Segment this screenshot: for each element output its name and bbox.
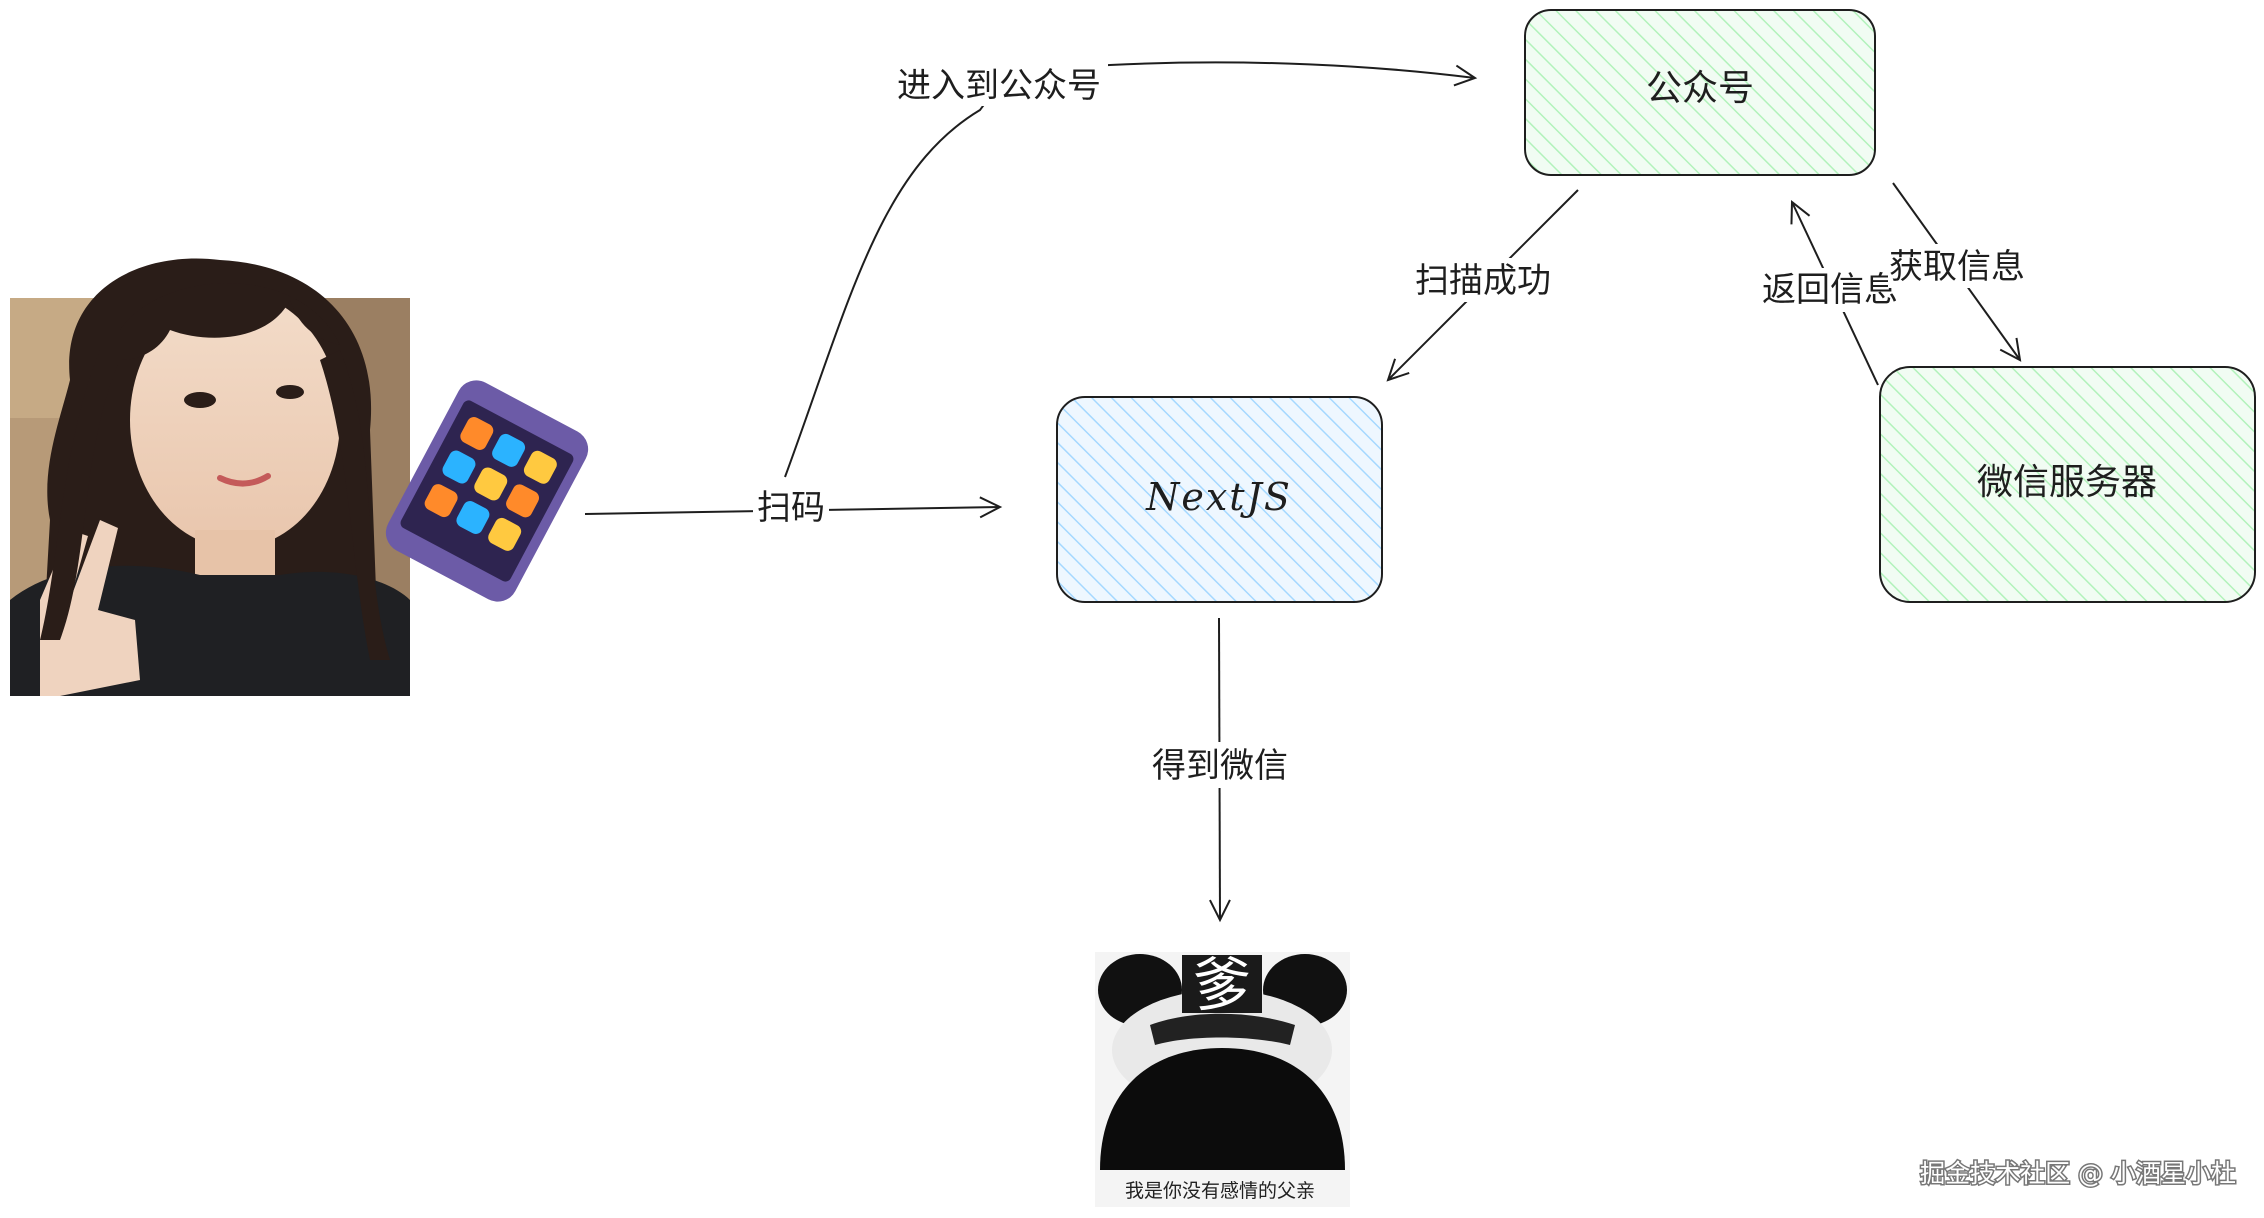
scan-success-edge: 扫描成功 — [1386, 189, 1579, 382]
wechat-server-node[interactable]: 微信服务器 — [1879, 366, 2256, 603]
meme-caption: 我是你没有感情的父亲 — [1125, 1180, 1315, 1202]
nextjs-node[interactable]: NextJS — [1056, 396, 1383, 603]
scan-success-label: 扫描成功 — [1415, 261, 1551, 301]
app-grid — [424, 417, 557, 551]
scan-label: 扫码 — [757, 488, 825, 528]
official-account-node[interactable]: 公众号 — [1524, 9, 1876, 176]
get-wechat-label: 得到微信 — [1152, 746, 1288, 786]
nextjs-label: NextJS — [1145, 475, 1292, 519]
meme-badge: 爹 — [1193, 951, 1251, 1019]
return-info-label: 返回信息 — [1762, 270, 1898, 310]
avatar-photo — [10, 258, 410, 696]
enter-official-account-edge: 进入到公众号 — [784, 61, 1478, 478]
phone-icon — [385, 380, 589, 602]
get-wechat-edge: 得到微信 — [1145, 617, 1295, 923]
wechat-server-label: 微信服务器 — [1977, 462, 2157, 503]
official-account-label: 公众号 — [1646, 68, 1754, 109]
meme-image: 爹 我是你没有感情的父亲 — [1095, 951, 1350, 1207]
enter-official-account-label: 进入到公众号 — [897, 66, 1101, 106]
scan-edge: 扫码 — [584, 486, 1003, 530]
watermark: 掘金技术社区 @ 小酒星小杜 — [1920, 1159, 2236, 1188]
get-info-label: 获取信息 — [1889, 247, 2025, 287]
